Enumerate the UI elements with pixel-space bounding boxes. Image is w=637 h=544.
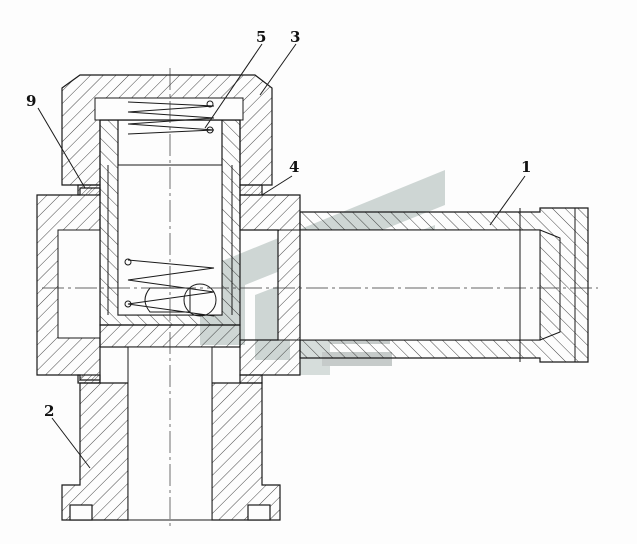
inner-sleeve <box>99 119 241 326</box>
label-3: 3 <box>290 28 300 46</box>
part-1-pipe <box>277 207 589 363</box>
label-5: 5 <box>256 28 266 46</box>
center-lines <box>42 68 598 530</box>
label-1: 1 <box>521 158 531 176</box>
label-9: 9 <box>26 92 36 110</box>
callout-labels: 5 3 9 4 1 2 <box>26 28 531 420</box>
lower-spring-and-ball <box>124 258 217 317</box>
label-4: 4 <box>289 158 299 176</box>
part-5-upper-spring <box>127 100 215 135</box>
label-2: 2 <box>44 402 54 420</box>
leader-lines <box>37 43 526 469</box>
